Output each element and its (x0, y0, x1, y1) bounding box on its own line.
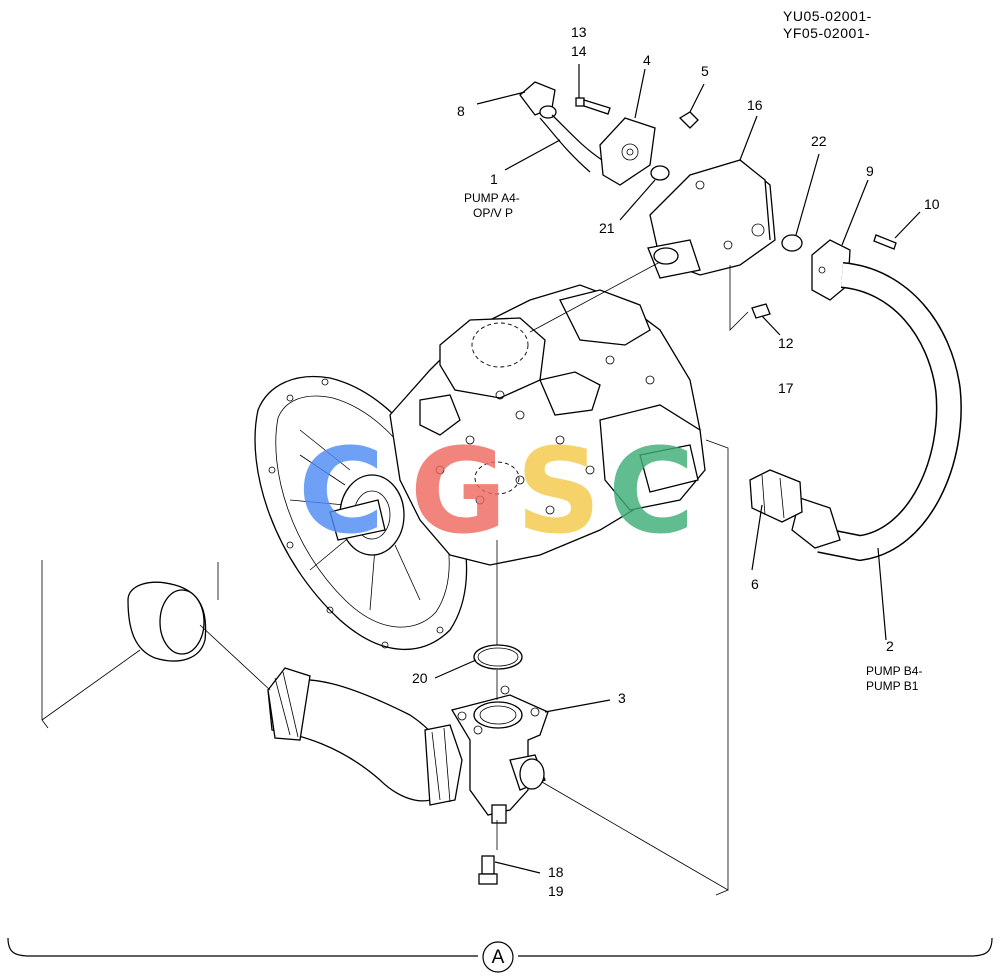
suction-hose (267, 667, 463, 806)
callout-6: 6 (751, 576, 759, 592)
bolt-12-17 (751, 303, 771, 319)
serial-number-1: YU05-02001- (783, 8, 872, 24)
callout-8: 8 (457, 103, 465, 119)
callout-16: 16 (747, 97, 763, 113)
watermark-letter: C (608, 422, 695, 560)
callout-19: 19 (548, 883, 564, 899)
watermark-letter: S (516, 422, 601, 560)
view-marker-label: A (492, 947, 505, 968)
view-marker-circle (482, 941, 514, 973)
strainer-cup (127, 581, 207, 662)
callout-17: 17 (778, 380, 794, 396)
watermark-letter: C (298, 422, 385, 560)
frame-member (41, 560, 219, 729)
transmission-assembly (254, 284, 706, 651)
callout-20: 20 (412, 670, 428, 686)
leader-lines (199, 64, 921, 896)
callout-21: 21 (599, 220, 615, 236)
connector-8 (519, 81, 557, 119)
bolt-10 (873, 234, 897, 250)
bolt-5 (678, 111, 699, 129)
bolt-13-14 (575, 97, 611, 115)
callout-4: 4 (643, 52, 651, 68)
callout-18: 18 (548, 864, 564, 880)
callout-3: 3 (618, 690, 626, 706)
hose-2 (791, 262, 962, 562)
callout-1: 1 (490, 171, 498, 187)
callout-14: 14 (571, 43, 587, 59)
serial-number-2: YF05-02001- (783, 25, 870, 41)
note-hose-1-line2: OP/V P (473, 206, 513, 220)
callout-5: 5 (701, 63, 709, 79)
callout-9: 9 (866, 163, 874, 179)
flange-block-4 (599, 117, 656, 186)
callout-12: 12 (778, 335, 794, 351)
callout-10: 10 (924, 196, 940, 212)
suction-elbow-3 (450, 685, 549, 824)
note-hose-1-line1: PUMP A4- (464, 191, 520, 205)
o-ring-21 (650, 165, 670, 181)
note-hose-2-line2: PUMP B1 (866, 679, 919, 693)
callout-13: 13 (571, 24, 587, 40)
o-ring-22 (781, 234, 803, 252)
bolt-18-19 (478, 855, 498, 885)
view-brace: A (7, 937, 993, 973)
callout-2: 2 (886, 638, 894, 654)
connector-6 (749, 469, 803, 523)
hose-1-line (539, 117, 591, 173)
callout-22: 22 (811, 133, 827, 149)
hydraulic-pump-16 (647, 159, 776, 279)
watermark-logo: C G S C (298, 422, 695, 560)
watermark-letter: G (410, 422, 507, 560)
o-ring-20 (473, 644, 523, 670)
note-hose-2-line1: PUMP B4- (866, 664, 922, 678)
